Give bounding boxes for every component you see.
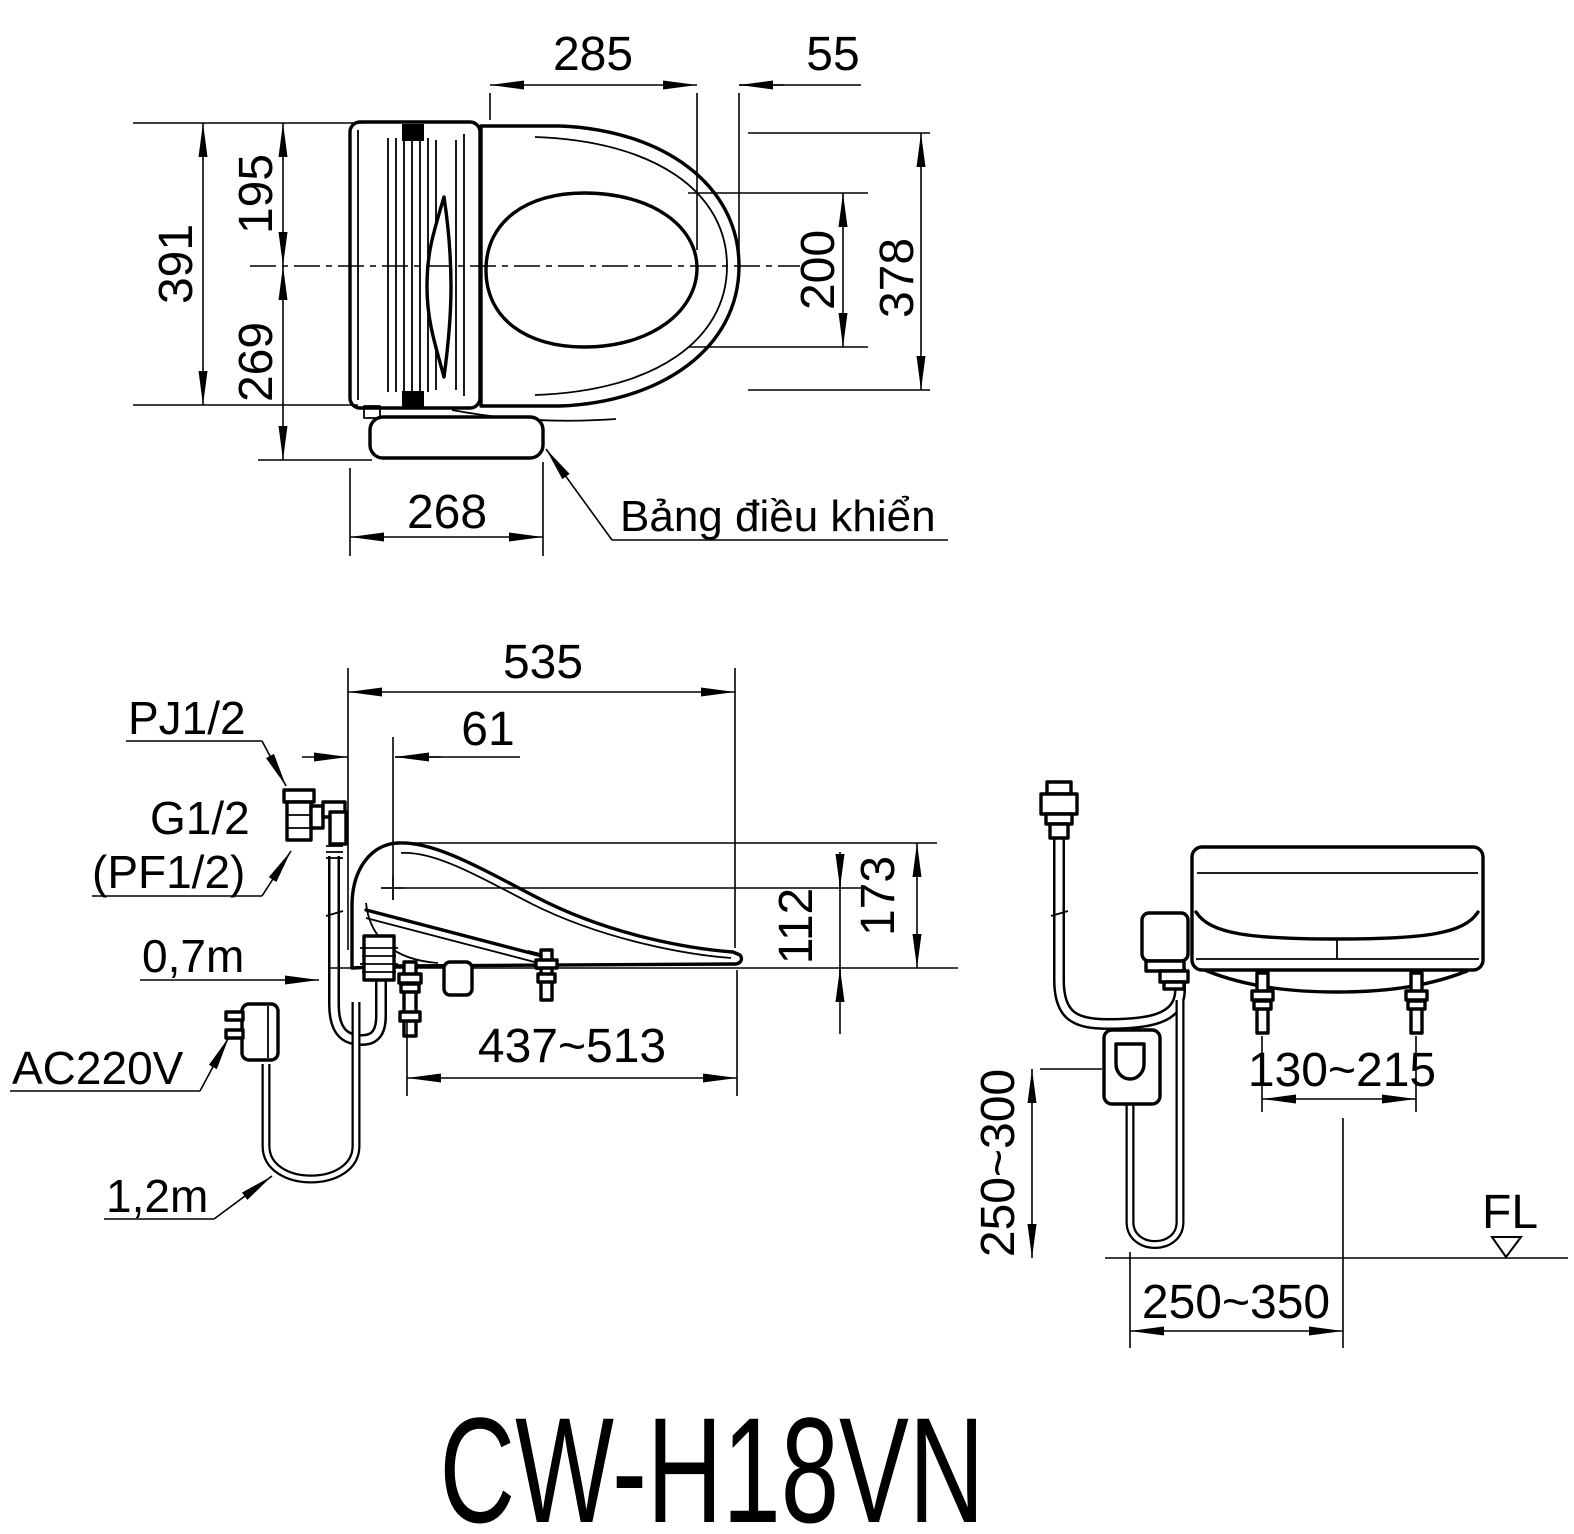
side-view-supply-fitting: [282, 788, 348, 859]
label-ac220v: AC220V: [12, 1042, 184, 1094]
label-g12: G1/2: [150, 792, 250, 844]
dim-535: 535: [503, 636, 583, 689]
label-hose-length: 0,7m: [142, 930, 244, 982]
top-view-seat-lid: [451, 124, 741, 422]
side-view: 535 61 112 173 437~513 PJ1/2 G1/2 (PF1/2…: [10, 636, 958, 1222]
label-cord-length: 1,2m: [106, 1170, 208, 1222]
top-view: 285 55 391 195 269 200 378 268 Bảng điều…: [133, 28, 948, 556]
side-view-mount-bolt-front: [397, 960, 423, 1038]
side-view-power-cord: [261, 1002, 361, 1184]
dim-61: 61: [461, 703, 514, 756]
side-view-supply-hose: [325, 856, 387, 1047]
rear-view-water-hose: [1050, 836, 1186, 1031]
dim-130-215: 130~215: [1248, 1044, 1436, 1097]
side-view-inlet-elbow: [360, 934, 398, 982]
seat-opening: [484, 191, 699, 349]
dim-269: 269: [230, 322, 283, 402]
rear-view-mount-bolt-right: [1404, 971, 1429, 1035]
hinge-tab-top: [402, 124, 424, 141]
rear-view-unit-body: [1190, 845, 1485, 994]
rear-view-wall-socket: [1102, 1028, 1162, 1106]
floor-level-symbol: [1490, 1236, 1523, 1259]
dim-200: 200: [792, 230, 845, 310]
dim-55: 55: [806, 28, 859, 81]
side-view-power-plug: [224, 1002, 280, 1062]
rear-view-power-cord: [1125, 1000, 1185, 1249]
side-view-mount-bolt-rear: [534, 948, 559, 1002]
dim-268: 268: [407, 486, 487, 539]
label-pf12: (PF1/2): [92, 846, 245, 898]
dim-112: 112: [770, 888, 823, 965]
top-view-tank-body: [348, 120, 482, 410]
rear-view-valve-box: [1140, 911, 1190, 991]
dim-437-513: 437~513: [478, 1020, 666, 1073]
rear-view-mount-bolt-left: [1250, 971, 1275, 1035]
rear-view: 250~300 130~215 250~350 FL: [972, 780, 1568, 1348]
model-title: CW-H18VN: [440, 1386, 985, 1534]
rear-view-hose-connector: [1039, 780, 1079, 840]
side-view-dimensions: [10, 668, 937, 1220]
dim-391: 391: [150, 224, 203, 304]
dim-285: 285: [553, 28, 633, 81]
dim-195: 195: [230, 154, 283, 234]
dim-378: 378: [871, 238, 924, 318]
dim-250-300: 250~300: [972, 1069, 1025, 1257]
top-view-control-panel: [363, 405, 545, 460]
control-panel-label: Bảng điều khiển: [620, 492, 936, 541]
hinge-tab-bottom: [402, 391, 424, 408]
dim-250-350: 250~350: [1142, 1276, 1330, 1329]
rear-view-dimensions: [1027, 1036, 1417, 1348]
dim-173: 173: [852, 856, 905, 936]
label-fl: FL: [1482, 1186, 1538, 1239]
label-pj12: PJ1/2: [128, 692, 246, 744]
top-view-dimensions: [133, 80, 948, 556]
